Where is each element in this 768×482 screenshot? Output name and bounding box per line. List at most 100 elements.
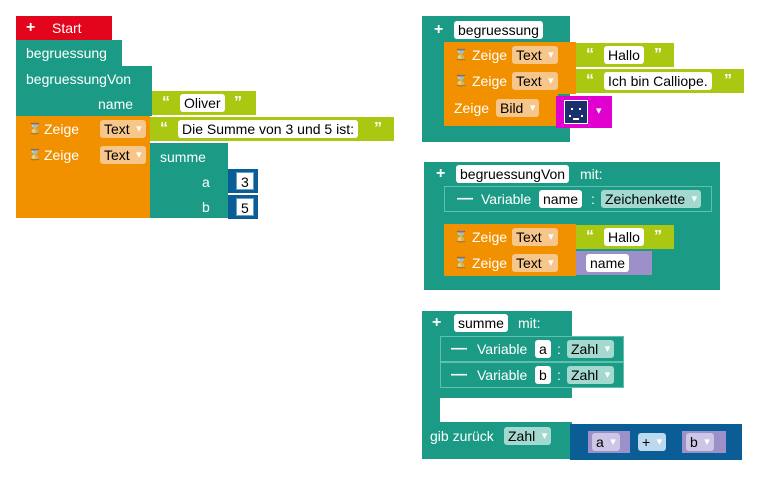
string-hallo-field[interactable]: Hallo — [604, 46, 644, 64]
proc-begruessung-name-field[interactable]: begruessung — [454, 21, 543, 39]
hourglass-icon: ⌛ — [454, 75, 468, 87]
image-block[interactable]: ▾ — [556, 96, 612, 128]
show-label: Zeige — [472, 73, 508, 89]
show-type-dropdown[interactable]: Text — [512, 228, 558, 246]
show-text-block-name[interactable]: ⌛ Zeige Text — [444, 250, 576, 276]
arg-b-label: b — [202, 199, 210, 215]
show-label: Zeige — [472, 229, 508, 245]
string-hallo-block-2[interactable]: “ Hallo ” — [576, 225, 674, 249]
hourglass-icon: ⌛ — [454, 49, 468, 61]
show-type-dropdown[interactable]: Text — [100, 146, 146, 164]
hourglass-icon: ⌛ — [454, 231, 468, 243]
show-text-block-calliope[interactable]: ⌛ Zeige Text — [444, 68, 576, 94]
plus-icon[interactable]: + — [436, 165, 446, 182]
start-label: Start — [52, 20, 82, 36]
number-5-block[interactable]: 5 — [228, 195, 258, 219]
quote-close-icon: ” — [374, 120, 382, 137]
minus-icon[interactable]: — — [451, 340, 467, 357]
quote-close-icon: ” — [724, 72, 732, 89]
call-begruessungvon-label: begruessungVon — [26, 71, 132, 87]
variable-a-getter-field[interactable]: a — [592, 433, 620, 451]
show-label: Zeige — [472, 47, 508, 63]
show-type-dropdown[interactable]: Text — [100, 120, 146, 138]
chevron-down-icon[interactable]: ▾ — [596, 105, 602, 117]
string-hallo-field-2[interactable]: Hallo — [604, 228, 644, 246]
quote-open-icon: “ — [162, 94, 170, 111]
show-text-block-1[interactable]: ⌛ Zeige Text — [16, 116, 150, 142]
quote-open-icon: “ — [586, 228, 594, 245]
variable-a-block[interactable]: — Variable a : Zahl — [440, 336, 624, 362]
hourglass-icon: ⌛ — [28, 123, 42, 135]
minus-icon[interactable]: — — [451, 366, 467, 383]
string-oliver-field[interactable]: Oliver — [180, 94, 225, 112]
arg-a-label: a — [202, 174, 210, 190]
type-separator: : — [591, 191, 595, 207]
show-image-block[interactable]: Zeige Bild — [444, 94, 558, 126]
string-oliver-block[interactable]: “ Oliver ” — [152, 91, 256, 115]
string-summe-text-block[interactable]: “ Die Summe von 3 und 5 ist: ” — [150, 117, 394, 141]
start-block-hat[interactable]: + Start — [16, 16, 112, 40]
show-label: Zeige — [44, 147, 80, 163]
variable-type-dropdown[interactable]: Zahl — [567, 366, 615, 384]
proc-begruessungvon-name-field[interactable]: begruessungVon — [456, 165, 570, 183]
number-3-block[interactable]: 3 — [228, 169, 258, 193]
string-calliope-field[interactable]: Ich bin Calliope. — [604, 72, 712, 90]
show-label: Zeige — [472, 255, 508, 271]
call-summe-label: summe — [160, 149, 206, 165]
show-text-block-hallo-2[interactable]: ⌛ Zeige Text — [444, 224, 576, 250]
show-type-dropdown[interactable]: Text — [512, 254, 558, 272]
variable-name-getter-block[interactable]: name — [576, 251, 652, 275]
show-type-dropdown[interactable]: Text — [512, 72, 558, 90]
show-type-dropdown[interactable]: Text — [512, 46, 558, 64]
number-5-field[interactable]: 5 — [236, 198, 254, 216]
proc-summe-name-field[interactable]: summe — [454, 314, 508, 332]
call-begruessungvon-block[interactable]: begruessungVon name — [16, 66, 152, 116]
number-3-field[interactable]: 3 — [236, 172, 254, 190]
variable-b-block[interactable]: — Variable b : Zahl — [440, 362, 624, 388]
string-hallo-block[interactable]: “ Hallo ” — [576, 43, 674, 67]
return-type-dropdown[interactable]: Zahl — [504, 427, 552, 445]
variable-type-dropdown[interactable]: Zahl — [567, 340, 615, 358]
hourglass-icon: ⌛ — [28, 149, 42, 161]
variable-name-getter-field[interactable]: name — [586, 254, 630, 272]
show-text-block-2[interactable]: ⌛ Zeige Text — [16, 142, 150, 218]
return-label: gib zurück — [430, 428, 494, 444]
variable-a-getter-block[interactable]: a — [588, 431, 630, 453]
variable-name-field[interactable]: name — [539, 190, 583, 208]
call-begruessung-label: begruessung — [26, 45, 107, 61]
with-label: mit: — [518, 315, 541, 331]
plus-icon[interactable]: + — [26, 19, 36, 36]
hourglass-icon: ⌛ — [454, 257, 468, 269]
show-type-dropdown[interactable]: Bild — [496, 99, 540, 117]
plus-icon[interactable]: + — [432, 314, 442, 331]
minus-icon[interactable]: — — [457, 190, 473, 207]
variable-label: Variable — [477, 341, 528, 357]
arithmetic-block[interactable]: a + b — [570, 424, 742, 460]
variable-b-getter-field[interactable]: b — [686, 433, 714, 451]
variable-b-field[interactable]: b — [535, 366, 551, 384]
string-calliope-block[interactable]: “ Ich bin Calliope. ” — [576, 69, 744, 93]
quote-close-icon: ” — [234, 94, 242, 111]
show-label: Zeige — [454, 100, 490, 116]
variable-label: Variable — [477, 367, 528, 383]
call-begruessung-block[interactable]: begruessung — [16, 40, 122, 66]
type-separator: : — [557, 367, 561, 383]
plus-icon[interactable]: + — [434, 21, 444, 38]
variable-type-dropdown[interactable]: Zeichenkette — [601, 190, 702, 208]
variable-b-getter-block[interactable]: b — [682, 431, 726, 453]
quote-open-icon: “ — [586, 46, 594, 63]
quote-open-icon: “ — [160, 120, 168, 137]
variable-name-block[interactable]: — Variable name : Zeichenkette — [444, 186, 712, 212]
variable-label: Variable — [481, 191, 532, 207]
show-label: Zeige — [44, 121, 80, 137]
call-summe-block[interactable]: summe a b — [150, 143, 228, 218]
with-label: mit: — [580, 166, 603, 182]
statement-slot[interactable] — [440, 398, 572, 422]
show-text-block-hallo[interactable]: ⌛ Zeige Text — [444, 42, 576, 68]
operator-dropdown[interactable]: + — [638, 433, 667, 451]
quote-close-icon: ” — [654, 228, 662, 245]
smiley-image-icon[interactable] — [564, 100, 588, 124]
variable-a-field[interactable]: a — [535, 340, 551, 358]
string-summe-text-field[interactable]: Die Summe von 3 und 5 ist: — [178, 120, 358, 138]
quote-open-icon: “ — [586, 72, 594, 89]
